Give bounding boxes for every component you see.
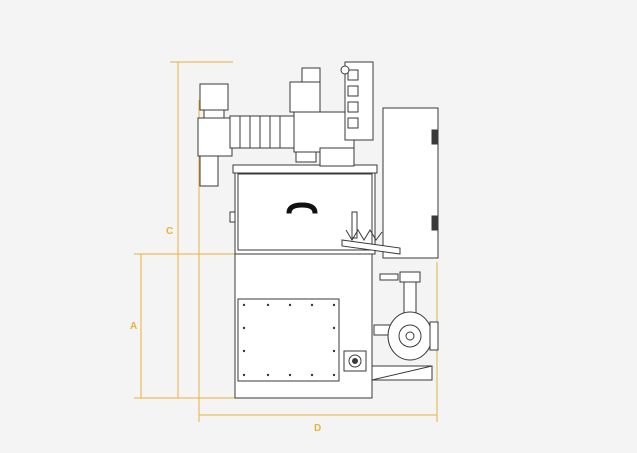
gearbox bbox=[229, 115, 295, 149]
machine bbox=[197, 61, 439, 399]
handle-knob bbox=[340, 65, 350, 75]
dimension-label-a: A bbox=[130, 321, 138, 332]
drive-mount bbox=[295, 151, 317, 163]
pump-motor-end bbox=[429, 321, 439, 351]
access-panel bbox=[237, 298, 340, 382]
junction-box bbox=[289, 81, 321, 113]
motor-cap bbox=[199, 83, 229, 111]
gearbox-fins bbox=[239, 116, 281, 148]
gauge-center bbox=[352, 358, 358, 364]
control-handle-ridges bbox=[347, 69, 359, 129]
cabinet-hinge-bottom bbox=[431, 215, 439, 231]
drive-base bbox=[319, 147, 355, 167]
outlet-teeth bbox=[345, 229, 383, 241]
drawer-handle bbox=[286, 202, 318, 214]
dimension-label-d: D bbox=[314, 423, 322, 434]
base-brace bbox=[371, 365, 433, 381]
cabinet-hinge-top bbox=[431, 129, 439, 145]
inlet-pipe bbox=[199, 155, 219, 187]
drawer-front bbox=[237, 173, 373, 251]
motor-body bbox=[197, 117, 233, 157]
outlet-post bbox=[351, 211, 358, 239]
control-cabinet bbox=[382, 107, 439, 259]
pipe-fitting-top bbox=[379, 273, 399, 281]
drawer-latch bbox=[229, 211, 236, 223]
pump-hub bbox=[405, 331, 415, 341]
drawer-lid bbox=[232, 164, 378, 174]
dimension-label-c: C bbox=[166, 226, 174, 237]
pipe-elbow bbox=[399, 271, 421, 283]
motor-neck bbox=[203, 109, 225, 119]
panel-screws bbox=[242, 303, 336, 377]
connector bbox=[301, 67, 321, 83]
outlet-tray bbox=[341, 239, 401, 255]
